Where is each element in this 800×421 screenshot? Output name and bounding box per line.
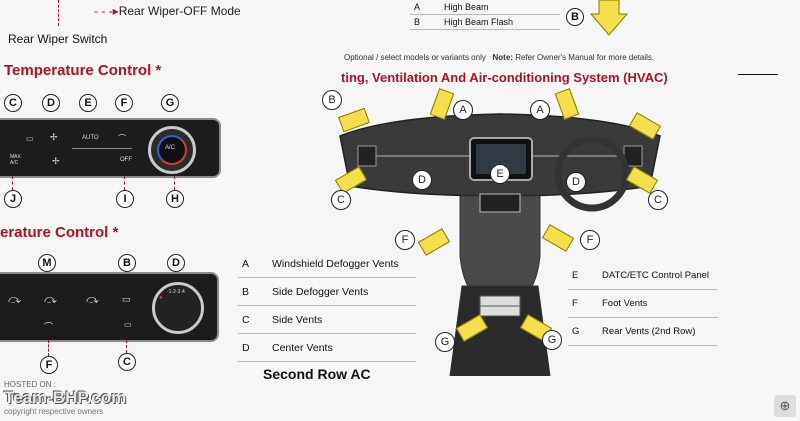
panel1-callout-g: G: [161, 94, 179, 112]
watermark-copyright: copyright respective owners: [4, 407, 104, 416]
ac-label: A/C: [165, 145, 176, 151]
recirculation-icon: ⌒: [44, 322, 54, 332]
watermark-hosted-on: HOSTED ON :: [4, 380, 57, 389]
panel1-callout-h: H: [166, 190, 184, 208]
rear-wiper-switch-label: Rear Wiper Switch: [8, 32, 108, 46]
hvac-mark-g-right: G: [542, 330, 562, 350]
leader-line: [126, 340, 128, 353]
temperature-dial-ring: [157, 135, 187, 165]
rear-defog-icon: ▭: [122, 294, 131, 304]
panel2-callout-d: D: [167, 254, 185, 272]
temperature-panel-1: ▭ ✢ AUTO ⌒ ✢ MAX A/C OFF A/C: [0, 118, 221, 178]
down-arrow-icon: [590, 0, 628, 36]
hvac-mark-b: B: [322, 90, 342, 110]
hvac-mark-e: E: [490, 164, 510, 184]
mode-face-icon: ⤼: [8, 292, 21, 306]
temperature-control-title-2: erature Control *: [0, 224, 119, 241]
panel1-callout-j: J: [4, 190, 22, 208]
panel2-callout-c: C: [118, 353, 136, 371]
leader-line: [12, 176, 14, 190]
hvac-title: ting, Ventilation And Air-conditioning S…: [341, 70, 668, 85]
second-row-ac-title: Second Row AC: [263, 366, 371, 382]
panel2-callout-b: B: [118, 254, 136, 272]
hvac-mark-d-left: D: [412, 170, 432, 190]
temperature-panel-2: ⤼ ⤼ ⤼ ▭ ⌒ ▭ ● ·1·2·3·4: [0, 272, 219, 342]
hvac-mark-g-left: G: [435, 332, 455, 352]
panel-rear-defog-icon: ▭: [26, 134, 34, 143]
panel2-callout-f: F: [40, 356, 58, 374]
panel-divider: [72, 148, 132, 149]
fan-low-icon: ✢: [52, 156, 60, 166]
recirculation-icon: ⌒: [118, 134, 126, 143]
hvac-mark-a-left: A: [453, 100, 473, 120]
hvac-mark-a-right: A: [530, 100, 550, 120]
hvac-mark-d-right: D: [566, 172, 586, 192]
zoom-icon[interactable]: ⊕: [774, 395, 796, 417]
hvac-mark-f-left: F: [395, 230, 415, 250]
leader-line: [48, 340, 50, 356]
leader-line: [174, 176, 176, 190]
mode-defog-icon: ⤼: [86, 292, 99, 306]
panel1-callout-f: F: [115, 94, 133, 112]
mode-foot-icon: ⤼: [44, 292, 57, 306]
temperature-knob: A/C: [148, 126, 196, 174]
off-label: OFF: [120, 157, 132, 163]
hvac-dashboard-illustration: [339, 113, 661, 376]
divider: [738, 74, 778, 75]
note-line: Optional / select models or variants onl…: [344, 53, 655, 62]
knob-scale: ·1·2·3·4: [167, 289, 185, 295]
panel1-callout-c: C: [4, 94, 22, 112]
ac-icon: ▭: [124, 320, 132, 329]
max-ac-label: MAX A/C: [10, 154, 21, 166]
hvac-mark-c-right: C: [648, 190, 668, 210]
hvac-mark-c-left: C: [331, 190, 351, 210]
leader-line: [124, 176, 126, 190]
fan-icon: ✢: [50, 132, 58, 142]
watermark: HOSTED ON : Team-BHP.com copyright respe…: [4, 380, 126, 416]
beam-callout: B: [566, 8, 584, 26]
panel1-callout-i: I: [116, 190, 134, 208]
panel1-callout-e: E: [79, 94, 97, 112]
watermark-site: Team-BHP.com: [4, 388, 127, 407]
rear-wiper-off-label: - - -▸Rear Wiper-OFF Mode: [94, 4, 241, 18]
panel1-callout-d: D: [42, 94, 60, 112]
auto-label: AUTO: [82, 135, 99, 141]
fan-speed-knob: ● ·1·2·3·4: [152, 282, 204, 334]
hvac-mark-f-right: F: [580, 230, 600, 250]
panel2-callout-m: M: [38, 254, 56, 272]
knob-off-mark: ●: [159, 295, 163, 301]
temperature-control-title-1: Temperature Control *: [4, 62, 162, 79]
wiper-leader-line: [58, 0, 60, 26]
